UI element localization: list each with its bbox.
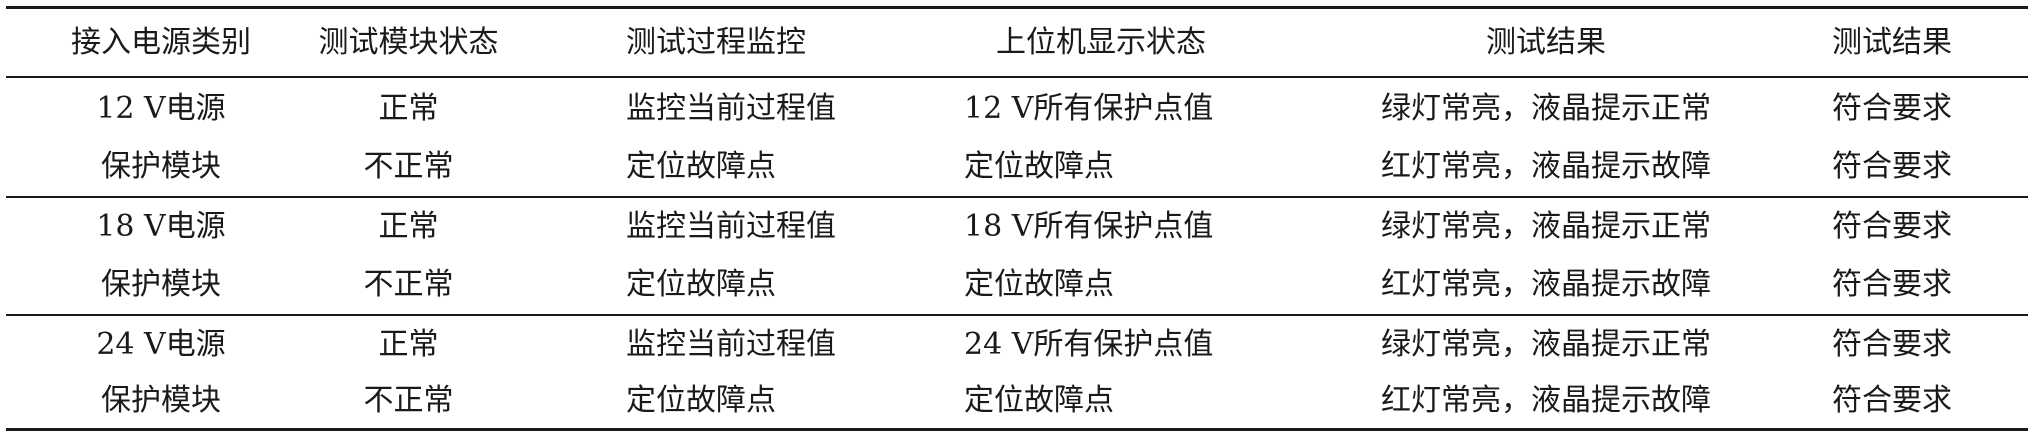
header-rule [6,76,2028,78]
table-cell: 定位故障点 [964,383,1114,418]
table-cell: 符合要求 [1832,327,1952,362]
table-row: 保护模块 不正常 定位故障点 定位故障点 红灯常亮，液晶提示故障 符合要求 [6,372,2028,430]
table-cell: 绿灯常亮，液晶提示正常 [1381,327,1711,362]
table-cell: 符合要求 [1832,267,1952,302]
table-cell: 绿灯常亮，液晶提示正常 [1381,91,1711,126]
group-divider [6,196,2028,198]
table-header-row: 接入电源类别 测试模块状态 测试过程监控 上位机显示状态 测试结果 测试结果 [6,14,2028,72]
table-row: 18 V电源 正常 监控当前过程值 18 V所有保护点值 绿灯常亮，液晶提示正常… [6,198,2028,256]
header-cell: 测试结果 [1486,25,1606,60]
table-cell: 定位故障点 [626,149,776,184]
header-cell: 接入电源类别 [71,25,251,60]
table-cell: 不正常 [363,383,454,418]
table-row: 12 V电源 正常 监控当前过程值 12 V所有保护点值 绿灯常亮，液晶提示正常… [6,80,2028,138]
header-cell: 测试模块状态 [318,25,499,60]
table-cell: 定位故障点 [626,267,776,302]
table-cell: 红灯常亮，液晶提示故障 [1381,267,1711,302]
table-row: 保护模块 不正常 定位故障点 定位故障点 红灯常亮，液晶提示故障 符合要求 [6,256,2028,314]
table-cell: 监控当前过程值 [626,91,836,126]
table-row: 保护模块 不正常 定位故障点 定位故障点 红灯常亮，液晶提示故障 符合要求 [6,138,2028,196]
table-cell: 正常 [378,209,439,244]
group-divider [6,314,2028,316]
table-cell: 定位故障点 [626,383,776,418]
table-cell: 绿灯常亮，液晶提示正常 [1381,209,1711,244]
header-cell: 测试结果 [1832,25,1952,60]
table-bottom-rule [6,428,2028,431]
header-cell: 测试过程监控 [626,25,806,60]
table-cell: 不正常 [363,267,454,302]
table-top-rule [6,6,2028,9]
table-cell: 不正常 [363,149,454,184]
table-cell: 定位故障点 [964,149,1114,184]
table-cell: 24 V电源 [96,327,226,362]
table-cell: 监控当前过程值 [626,209,836,244]
table-cell: 红灯常亮，液晶提示故障 [1381,383,1711,418]
header-cell: 上位机显示状态 [996,25,1206,60]
table-cell: 保护模块 [101,149,221,184]
table-cell: 符合要求 [1832,91,1952,126]
table-cell: 符合要求 [1832,149,1952,184]
table-cell: 24 V所有保护点值 [964,327,1214,362]
table-cell: 保护模块 [101,383,221,418]
table-cell: 18 V所有保护点值 [964,209,1214,244]
table-row: 24 V电源 正常 监控当前过程值 24 V所有保护点值 绿灯常亮，液晶提示正常… [6,316,2028,374]
table-cell: 符合要求 [1832,383,1952,418]
table-cell: 18 V电源 [96,209,226,244]
table-cell: 正常 [378,91,439,126]
table-cell: 正常 [378,327,439,362]
table-cell: 保护模块 [101,267,221,302]
table-cell: 定位故障点 [964,267,1114,302]
table-cell: 监控当前过程值 [626,327,836,362]
table-cell: 符合要求 [1832,209,1952,244]
table-cell: 12 V所有保护点值 [964,91,1214,126]
table-cell: 12 V电源 [96,91,226,126]
table-cell: 红灯常亮，液晶提示故障 [1381,149,1711,184]
